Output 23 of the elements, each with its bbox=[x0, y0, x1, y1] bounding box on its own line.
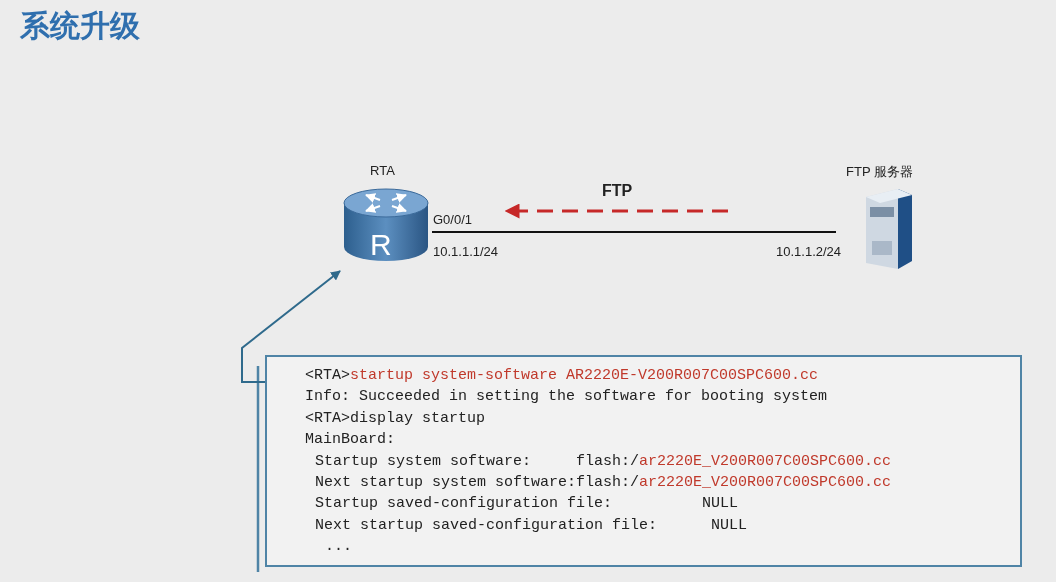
protocol-label: FTP bbox=[602, 182, 633, 200]
output-text: Next startup system software:flash:/ bbox=[315, 474, 640, 491]
ip-address-label: 10.1.1.2/24 bbox=[776, 244, 842, 259]
output-text: Startup system software: flash:/ bbox=[315, 452, 640, 470]
router-letter: R bbox=[370, 228, 392, 262]
device-label: FTP 服务器 bbox=[846, 163, 913, 181]
device-label: RTA bbox=[370, 163, 395, 178]
output-text: <RTA>display startup bbox=[305, 409, 486, 427]
output-text: Startup saved-configuration file: NULL bbox=[315, 495, 739, 513]
output-text: MainBoard: bbox=[305, 431, 395, 449]
cli-output-panel bbox=[265, 355, 1022, 567]
command-text: ar2220E_V200R007C00SPC600.cc bbox=[639, 452, 892, 470]
output-text: <RTA> bbox=[305, 367, 350, 384]
command-text: startup system-software AR2220E-V200R007C00SPC600.cc bbox=[350, 367, 819, 384]
network-link bbox=[431, 231, 837, 233]
command-text: ar2220E_V200R007C00SPC600.cc bbox=[639, 474, 892, 491]
leader-line bbox=[241, 270, 341, 383]
ip-address-label: 10.1.1.1/24 bbox=[433, 244, 499, 259]
title: 系统升级 bbox=[20, 8, 140, 44]
output-text: Next startup saved-configuration file: NULL bbox=[315, 516, 748, 534]
output-text: ... bbox=[325, 538, 352, 556]
output-text: Info: Succeeded in setting the software for booting system bbox=[305, 388, 828, 406]
interface-label: G0/0/1 bbox=[433, 212, 473, 227]
